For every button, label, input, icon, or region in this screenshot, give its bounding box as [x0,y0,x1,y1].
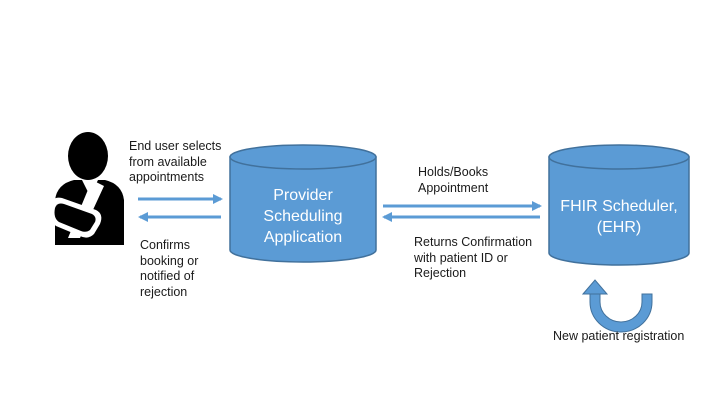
provider-app-label: Provider Scheduling Application [263,187,343,246]
label-holds-books: Holds/Books Appointment [418,165,489,195]
circular-arrow-icon [581,279,653,333]
fhir-scheduler-label: FHIR Scheduler, (EHR) [560,198,678,236]
label-new-patient-registration: New patient registration [553,329,685,343]
label-returns-confirmation: Returns Confirmation with patient ID or … [414,235,533,280]
provider-app-cylinder [229,144,377,263]
label-end-user-selects: End user selects from available appointm… [129,139,222,184]
person-with-arm-sling-icon [49,132,124,245]
fhir-scheduler-cylinder [548,144,690,266]
label-confirms-booking: Confirms booking or notified of rejectio… [140,238,199,299]
